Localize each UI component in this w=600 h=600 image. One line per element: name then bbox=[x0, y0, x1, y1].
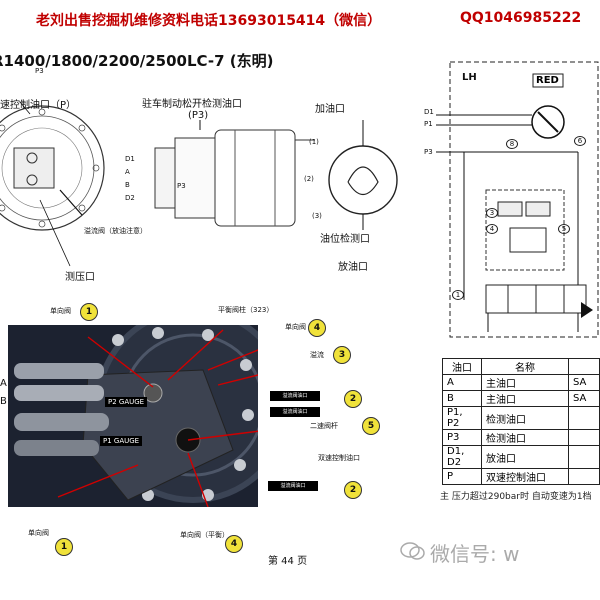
relief-note-label: 溢流阀（放油注意） bbox=[84, 227, 147, 235]
end-view-port-p3: P3 bbox=[35, 67, 44, 75]
schematic-num-5: 5 bbox=[558, 224, 570, 234]
table-cell: A bbox=[442, 374, 482, 391]
page-number: 第 44 页 bbox=[268, 556, 308, 567]
schematic-port-p1: P1 bbox=[424, 120, 433, 128]
check-valve-bottom-label: 单向阀 bbox=[28, 529, 49, 537]
check-valve-right-label: 单向阀 bbox=[285, 323, 306, 331]
table-cell: P3 bbox=[442, 429, 482, 446]
balance-spool-label: 平衡阀柱（323） bbox=[218, 306, 274, 314]
cap-item-2: (2) bbox=[304, 175, 314, 183]
schematic-red: RED bbox=[536, 75, 559, 86]
schematic-num-1: 1 bbox=[452, 290, 464, 300]
table-cell: 主油口 bbox=[481, 374, 569, 391]
brake-port-label: 驻车制动松开检测油口 bbox=[142, 99, 242, 110]
check-valve-top-label: 单向阀 bbox=[50, 307, 71, 315]
table-cell bbox=[568, 468, 600, 485]
table-header-extra bbox=[568, 358, 600, 375]
side-label-d1: D1 bbox=[125, 155, 135, 163]
page-title: R1400/1800/2200/2500LC-7 (东明) bbox=[0, 52, 274, 70]
callout-2-top: 2 bbox=[344, 390, 362, 408]
schematic-lh: LH bbox=[462, 72, 477, 83]
gauge-p1-label: P1 GAUGE bbox=[100, 436, 143, 446]
wechat-watermark: 微信号: w bbox=[430, 542, 520, 566]
callout-3: 3 bbox=[333, 346, 351, 364]
drain-port-label: 放油口 bbox=[338, 262, 368, 273]
schematic-num-4: 4 bbox=[486, 224, 498, 234]
two-speed-spool-label: 二速阀杆 bbox=[310, 422, 338, 430]
schematic-port-p3: P3 bbox=[424, 148, 433, 156]
brake-port-code: (P3) bbox=[188, 110, 209, 121]
side-label-a: A bbox=[125, 168, 130, 176]
callout-1-top: 1 bbox=[80, 303, 98, 321]
motor-end-view bbox=[0, 101, 105, 267]
wechat-icon bbox=[400, 542, 425, 560]
table-cell: 主油口 bbox=[481, 390, 569, 407]
ad-banner: 老刘出售挖掘机维修资料电话13693015414（微信） bbox=[36, 13, 382, 29]
table-cell: 放油口 bbox=[481, 445, 569, 469]
side-label-p3: P3 bbox=[177, 182, 186, 190]
table-cell: 双速控制油口 bbox=[481, 468, 569, 485]
table-cell: 检测油口 bbox=[481, 429, 569, 446]
test-port-label: 测压口 bbox=[65, 272, 95, 283]
schematic-num-8: 8 bbox=[506, 139, 518, 149]
table-header-name: 名称 bbox=[481, 358, 569, 375]
fill-port-label: 加油口 bbox=[315, 104, 345, 115]
schematic-port-d1: D1 bbox=[424, 108, 434, 116]
photo-port-b: B bbox=[0, 396, 7, 407]
table-cell bbox=[568, 429, 600, 446]
callout-4-top: 4 bbox=[308, 319, 326, 337]
two-speed-port-label: 速控制油口（P） bbox=[0, 100, 77, 111]
side-label-b: B bbox=[125, 181, 130, 189]
callout-1-bottom: 1 bbox=[55, 538, 73, 556]
table-cell bbox=[568, 445, 600, 469]
pressure-footnote: 主 压力超过290bar时 自动变速为1档 bbox=[440, 492, 592, 502]
level-port-label: 油位检测口 bbox=[320, 234, 370, 245]
relief-port-box-1: 溢流阀油口 bbox=[270, 391, 320, 401]
table-header-port: 油口 bbox=[442, 358, 482, 375]
callout-2-bottom: 2 bbox=[344, 481, 362, 499]
gauge-p2-label: P2 GAUGE bbox=[105, 397, 148, 407]
table-cell: D1, D2 bbox=[442, 445, 482, 469]
schematic-num-3: 3 bbox=[486, 208, 498, 218]
check-valve-balance-label: 单向阀（平衡） bbox=[180, 531, 229, 539]
table-cell: SA bbox=[568, 374, 600, 391]
cap-item-1: (1) bbox=[309, 138, 319, 146]
side-label-d2: D2 bbox=[125, 194, 135, 202]
table-cell: SA bbox=[568, 390, 600, 407]
photo-port-a: A bbox=[0, 378, 7, 389]
callout-4-bottom: 4 bbox=[225, 535, 243, 553]
table-cell: P1, P2 bbox=[442, 406, 482, 430]
two-speed-port-photo-label: 双速控制油口 bbox=[318, 454, 360, 462]
relief-port-box-3: 溢流阀油口 bbox=[268, 481, 318, 491]
schematic-num-6: 6 bbox=[574, 136, 586, 146]
cap-item-3: (3) bbox=[312, 212, 322, 220]
relief-valve-label: 溢流 bbox=[310, 351, 324, 359]
valve-photo bbox=[8, 325, 258, 507]
table-cell: P bbox=[442, 468, 482, 485]
callout-5: 5 bbox=[362, 417, 380, 435]
relief-port-box-2: 溢流阀油口 bbox=[270, 407, 320, 417]
table-cell bbox=[568, 406, 600, 430]
table-cell: B bbox=[442, 390, 482, 407]
hydraulic-schematic bbox=[436, 61, 599, 338]
motor-side-view bbox=[154, 120, 315, 227]
ad-qq: QQ1046985222 bbox=[460, 10, 582, 26]
motor-cap-view bbox=[328, 120, 398, 230]
table-cell: 检测油口 bbox=[481, 406, 569, 430]
